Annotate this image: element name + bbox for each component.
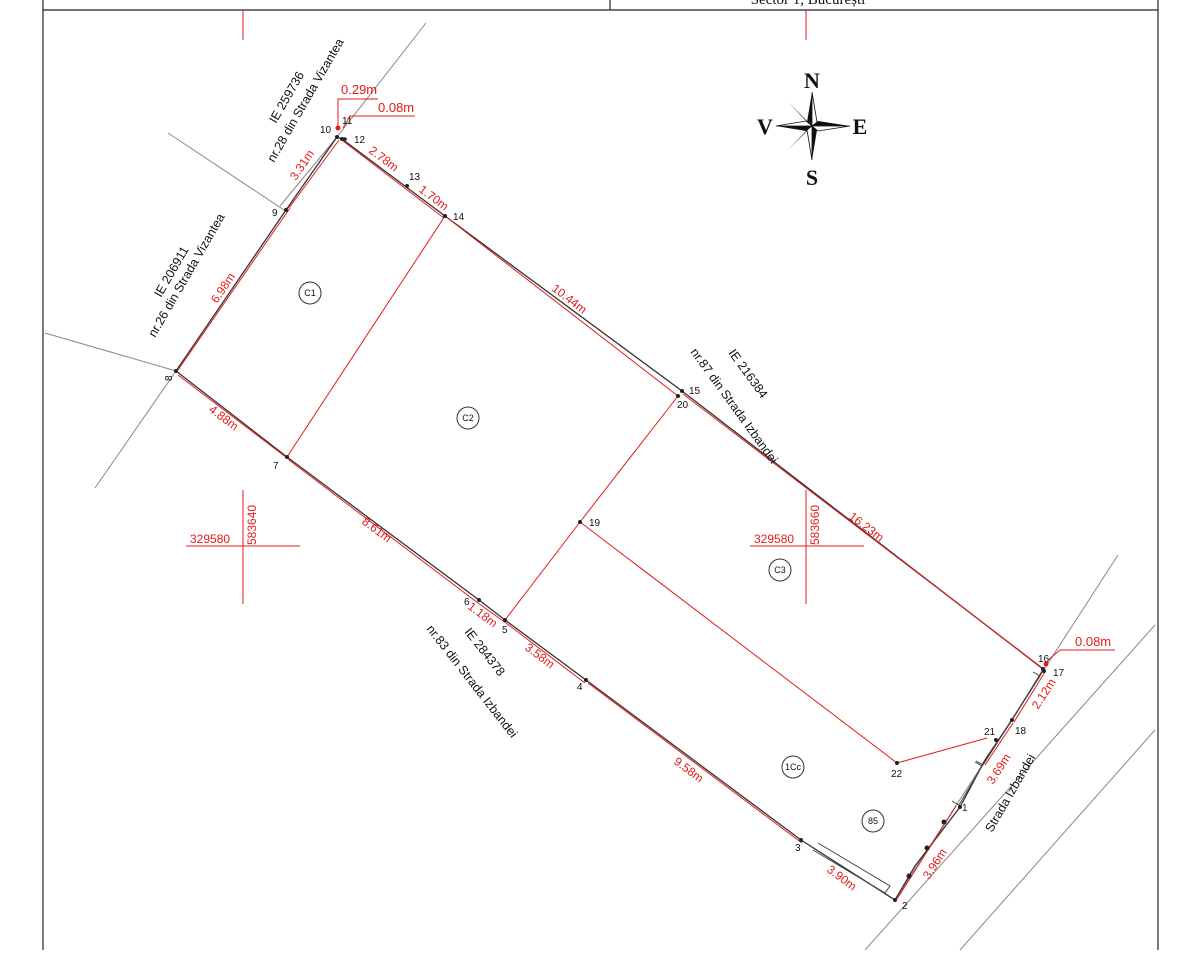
point-8: 8 <box>164 375 175 381</box>
point-5: 5 <box>502 625 508 636</box>
wall-strips <box>812 671 1041 894</box>
point-1: 1 <box>962 803 968 814</box>
point-7: 7 <box>273 461 279 472</box>
dim-3-58: 3.58m <box>522 640 557 671</box>
interior-lines <box>177 139 1046 900</box>
grid-cross-2 <box>750 490 864 604</box>
red-points <box>335 125 1049 667</box>
dim-10-44: 10.44m <box>549 281 589 316</box>
point-10: 10 <box>320 125 332 136</box>
dim-0-29: 0.29m <box>341 82 377 97</box>
grid-y-2: 583660 <box>808 505 822 545</box>
point-21: 21 <box>984 727 996 738</box>
dim-4-88: 4.88m <box>206 402 241 433</box>
building-markers <box>298 281 885 833</box>
point-6: 6 <box>464 597 470 608</box>
building-1cc: 1Cc <box>785 762 802 772</box>
dim-3-31: 3.31m <box>287 147 317 182</box>
point-4: 4 <box>577 682 583 693</box>
neighbor-boundaries <box>44 22 1156 951</box>
dim-8-61: 8.61m <box>359 514 394 545</box>
dimension-labels: 0.29m 0.08m 3.31m 2.78m 1.70m 6.98m 10.4… <box>206 82 1111 893</box>
point-22: 22 <box>891 769 903 780</box>
point-19: 19 <box>589 518 601 529</box>
point-20: 20 <box>677 400 689 411</box>
compass-east: E <box>853 114 868 139</box>
compass-west: V <box>757 114 773 139</box>
building-c1: C1 <box>304 288 316 298</box>
street-label: Strada Izbandei <box>982 752 1038 835</box>
point-3: 3 <box>795 843 801 854</box>
building-c2: C2 <box>462 413 474 423</box>
point-15: 15 <box>689 386 701 397</box>
compass-rose-icon <box>775 91 851 161</box>
dim-2-12: 2.12m <box>1029 676 1059 712</box>
neighbor-left-address: nr.26 din Strada Vizantea <box>145 211 227 339</box>
dim-0-08-top: 0.08m <box>378 100 414 115</box>
leaders <box>337 98 1115 661</box>
point-13: 13 <box>409 172 421 183</box>
building-c3: C3 <box>774 565 786 575</box>
dim-3-96: 3.96m <box>920 846 950 882</box>
dim-16-23: 16.23m <box>846 509 886 544</box>
point-14: 14 <box>453 212 465 223</box>
building-85: 85 <box>868 816 878 826</box>
point-9: 9 <box>272 208 278 219</box>
grid-y-1: 583640 <box>245 505 259 545</box>
parcel-outline <box>175 136 1044 901</box>
point-12: 12 <box>354 135 366 146</box>
point-2: 2 <box>902 901 908 912</box>
compass-north: N <box>804 68 820 93</box>
point-18: 18 <box>1015 726 1027 737</box>
dim-6-98: 6.98m <box>208 270 238 305</box>
point-numbers: 1 2 3 4 5 6 7 8 9 10 11 12 13 14 15 16 1… <box>164 116 1065 912</box>
point-16: 16 <box>1038 654 1050 665</box>
dim-0-08-right: 0.08m <box>1075 634 1111 649</box>
point-17: 17 <box>1053 668 1065 679</box>
sheet-frame <box>42 0 1159 950</box>
header-address: Sector 1, București <box>751 0 866 8</box>
grid-cross-1 <box>186 490 300 604</box>
grid-x-2: 329580 <box>754 532 794 546</box>
compass-south: S <box>806 165 818 190</box>
vertex-points <box>174 135 1046 902</box>
neighbor-labels: IE 259736 nr.28 din Strada Vizantea IE 2… <box>145 36 1038 834</box>
point-11: 11 <box>342 116 353 127</box>
grid-x-1: 329580 <box>190 532 230 546</box>
